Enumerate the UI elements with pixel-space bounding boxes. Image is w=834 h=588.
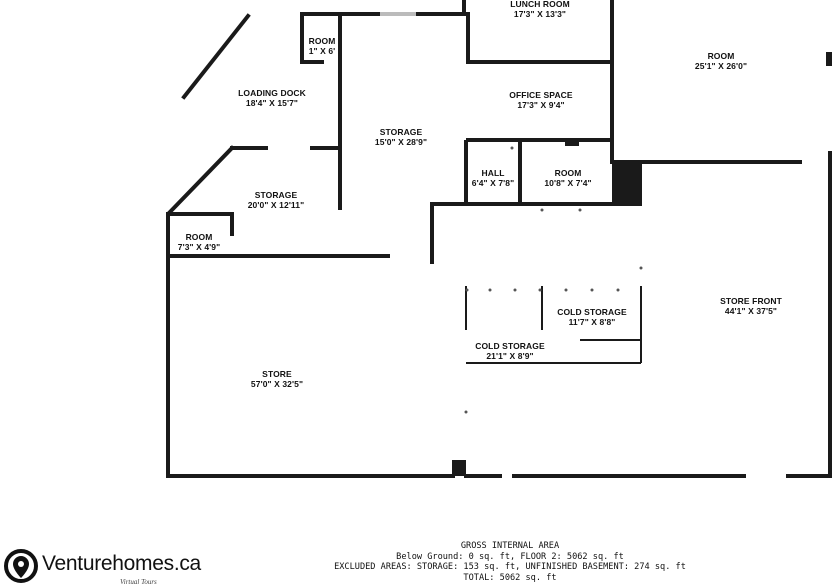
room-dimensions: 7'3" X 4'9" xyxy=(177,242,221,252)
room-label: ROOM 1" X 6' xyxy=(309,36,336,56)
loading-dock-label: LOADING DOCK 18'4" X 15'7" xyxy=(238,88,306,108)
room-dimensions: 25'1" X 26'0" xyxy=(694,61,748,71)
area-summary: GROSS INTERNAL AREA Below Ground: 0 sq. … xyxy=(300,541,720,583)
room-name: STORAGE xyxy=(379,127,423,137)
room-name: HALL xyxy=(481,168,505,178)
room-dimensions: 1" X 6' xyxy=(308,46,336,56)
room-name: ROOM xyxy=(185,232,213,242)
room-name: LOADING DOCK xyxy=(238,88,306,98)
room-dimensions: 15'0" X 28'9" xyxy=(374,137,428,147)
store-label: STORE 57'0" X 32'5" xyxy=(251,369,303,389)
brand-name: Venturehomes.ca xyxy=(42,552,201,575)
interior-walls xyxy=(166,12,802,364)
room-label: ROOM 10'8" X 7'4" xyxy=(544,168,591,188)
summary-heading: GROSS INTERNAL AREA xyxy=(460,541,560,551)
location-pin-icon xyxy=(4,549,38,583)
cold-storage-label: COLD STORAGE 11'7" X 8'8" xyxy=(557,307,627,327)
room-dimensions: 11'7" X 8'8" xyxy=(568,317,616,327)
room-name: STORE FRONT xyxy=(720,296,782,306)
office-space-label: OFFICE SPACE 17'3" X 9'4" xyxy=(509,90,572,110)
room-label: ROOM 25'1" X 26'0" xyxy=(695,51,747,71)
room-dimensions: 6'4" X 7'8" xyxy=(471,178,515,188)
room-label: ROOM 7'3" X 4'9" xyxy=(178,232,221,252)
room-name: LUNCH ROOM xyxy=(510,0,570,9)
room-name: STORE xyxy=(262,369,292,379)
cold-storage-label: COLD STORAGE 21'1" X 8'9" xyxy=(475,341,545,361)
room-dimensions: 17'3" X 9'4" xyxy=(517,100,565,110)
storage-label: STORAGE 15'0" X 28'9" xyxy=(375,127,427,147)
room-dimensions: 20'0" X 12'11" xyxy=(247,200,305,210)
room-dimensions: 44'1" X 37'5" xyxy=(724,306,778,316)
exterior-walls xyxy=(166,0,832,478)
summary-line: Below Ground: 0 sq. ft, FLOOR 2: 5062 sq… xyxy=(396,551,624,562)
room-name: COLD STORAGE xyxy=(557,307,627,317)
room-dimensions: 21'1" X 8'9" xyxy=(486,351,534,361)
room-dimensions: 10'8" X 7'4" xyxy=(544,178,592,188)
wall-blocks xyxy=(380,12,832,476)
room-dimensions: 17'3" X 13'3" xyxy=(513,9,567,19)
summary-line: EXCLUDED AREAS: STORAGE: 153 sq. ft, UNF… xyxy=(334,562,686,572)
hall-label: HALL 6'4" X 7'8" xyxy=(472,168,515,188)
summary-total: TOTAL: 5062 sq. ft xyxy=(463,572,557,583)
room-dimensions: 18'4" X 15'7" xyxy=(245,98,299,108)
lunch-room-label: LUNCH ROOM 17'3" X 13'3" xyxy=(510,0,570,19)
room-name: COLD STORAGE xyxy=(475,341,545,351)
floor-plan xyxy=(166,0,832,478)
storage-label: STORAGE 20'0" X 12'11" xyxy=(248,190,305,210)
room-name: ROOM xyxy=(554,168,582,178)
room-dimensions: 57'0" X 32'5" xyxy=(250,379,304,389)
store-front-label: STORE FRONT 44'1" X 37'5" xyxy=(720,296,782,316)
room-name: OFFICE SPACE xyxy=(509,90,573,100)
room-name: ROOM xyxy=(308,36,336,46)
room-name: ROOM xyxy=(707,51,735,61)
brand-tagline: Virtual Tours xyxy=(120,578,157,586)
brand-logo: Venturehomes.ca Virtual Tours xyxy=(2,549,212,587)
room-name: STORAGE xyxy=(254,190,298,200)
open-boundaries xyxy=(464,146,643,414)
